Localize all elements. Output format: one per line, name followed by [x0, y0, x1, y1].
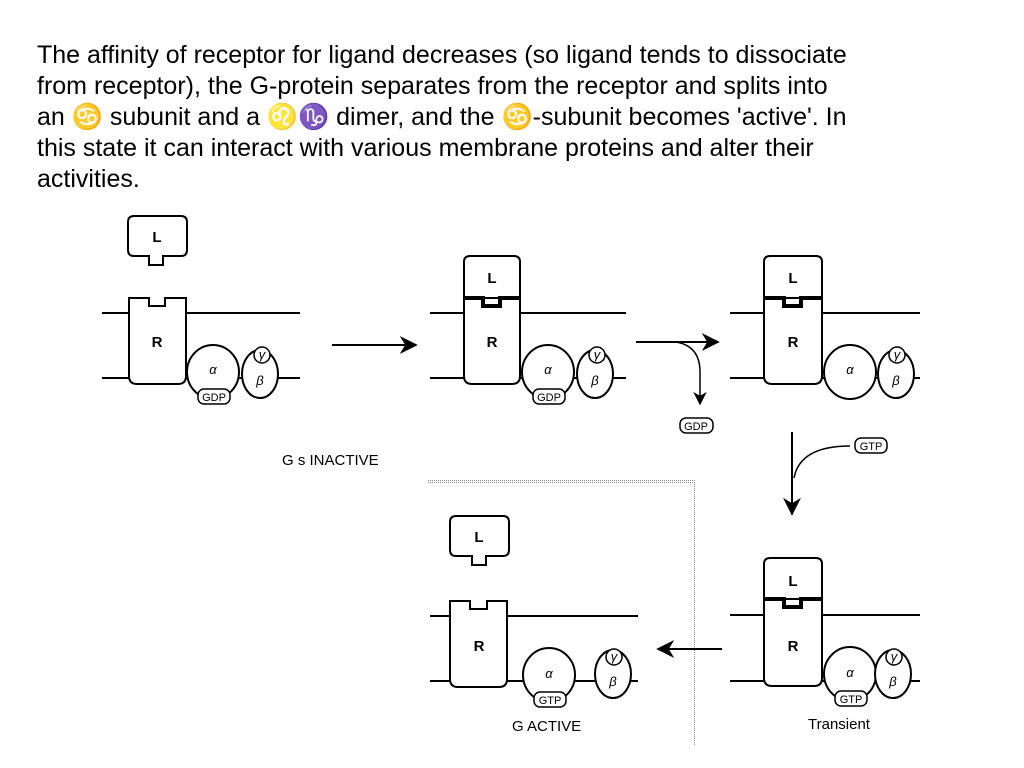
- receptor-label: R: [788, 334, 799, 351]
- gtp-label: GTP: [840, 694, 863, 706]
- gdp-badge: [532, 388, 566, 405]
- alpha-label: α: [846, 362, 854, 377]
- free-ligand: L: [127, 215, 188, 266]
- caption-line-3b: subunit and a: [102, 103, 267, 131]
- receptor-with-ligand: L R: [763, 255, 823, 385]
- caption-line-3c: dimer, and the: [329, 103, 502, 131]
- beta-label: β: [888, 674, 897, 689]
- stage-active-label: G ACTIVE: [512, 718, 581, 735]
- alpha-symbol: ♋: [71, 103, 103, 131]
- beta-label: β: [608, 674, 617, 689]
- caption-line-3d: -subunit becomes 'active'. In: [532, 103, 847, 131]
- free-ligand: L: [449, 515, 510, 566]
- alpha-subunit: α GDP: [521, 344, 575, 405]
- stage-nucleotide-free: L R α γ β: [730, 255, 920, 400]
- gamma-label: γ: [594, 347, 602, 362]
- beta-gamma-dimer: γ β: [594, 648, 632, 699]
- alpha-label: α: [545, 666, 553, 681]
- ligand-label: L: [788, 573, 797, 590]
- stage-transient: L R α GTP γ β Transient: [730, 557, 920, 733]
- caption-line-3a: an: [37, 103, 72, 131]
- beta-label: β: [255, 373, 264, 388]
- beta-label: β: [891, 373, 900, 388]
- stage-inactive-label: G s INACTIVE: [282, 452, 379, 469]
- receptor-label: R: [487, 334, 498, 351]
- panel-border-right: [693, 480, 696, 745]
- gtp-label: GTP: [860, 441, 883, 453]
- receptor-with-ligand: L R: [463, 255, 521, 385]
- gdp-badge: [197, 388, 231, 405]
- receptor: R: [128, 297, 187, 385]
- gdp-label: GDP: [537, 392, 561, 404]
- alpha-label: α: [846, 665, 854, 680]
- gtp-label: GTP: [539, 695, 562, 707]
- stage-transient-label: Transient: [808, 716, 871, 733]
- beta-gamma-dimer: γ β: [874, 648, 912, 699]
- alpha-symbol: ♋: [501, 103, 533, 131]
- alpha-subunit: α GTP: [823, 646, 877, 707]
- beta-gamma-dimer: γ β: [576, 346, 614, 399]
- gdp-release-curve: [675, 341, 707, 406]
- stage-ligand-bound: L R α GDP γ β: [430, 255, 626, 405]
- alpha-label: α: [209, 362, 217, 377]
- caption-line-1: The affinity of receptor for ligand decr…: [37, 41, 847, 69]
- caption-line-5: activities.: [37, 165, 140, 193]
- receptor-label: R: [788, 638, 799, 655]
- ligand-label: L: [152, 229, 161, 246]
- stage-inactive: L R α GDP γ β G s INACTIVE: [102, 215, 379, 469]
- gamma-label: γ: [611, 649, 619, 664]
- receptor-label: R: [474, 638, 485, 655]
- beta-gamma-dimer: γ β: [241, 346, 279, 399]
- betagamma-symbol: ♌♑: [266, 103, 330, 131]
- gamma-label: γ: [894, 347, 902, 362]
- gamma-label: γ: [891, 649, 899, 664]
- gtp-badge: [533, 691, 567, 708]
- alpha-subunit: α GDP: [186, 344, 240, 405]
- gtp-uptake-curve: [793, 445, 851, 479]
- receptor: R: [449, 600, 508, 688]
- incoming-gtp: GTP: [854, 437, 888, 454]
- beta-label: β: [590, 373, 599, 388]
- receptor-label: R: [152, 334, 163, 351]
- released-gdp: GDP: [679, 417, 714, 434]
- stage-active: L R α GTP γ β G ACTIVE: [430, 515, 638, 735]
- alpha-label: α: [544, 362, 552, 377]
- gamma-label: γ: [259, 347, 267, 362]
- gdp-label: GDP: [202, 392, 226, 404]
- caption-line-2: from receptor), the G-protein separates …: [37, 72, 828, 100]
- receptor-with-ligand: L R: [763, 557, 823, 687]
- caption-text: The affinity of receptor for ligand decr…: [37, 40, 997, 195]
- alpha-subunit: α: [823, 344, 877, 400]
- ligand-label: L: [487, 270, 496, 287]
- beta-gamma-dimer: γ β: [877, 346, 915, 399]
- gdp-label: GDP: [684, 421, 708, 433]
- ligand-label: L: [474, 529, 483, 546]
- ligand-label: L: [788, 270, 797, 287]
- alpha-subunit: α GTP: [522, 647, 576, 708]
- panel-border-top: [428, 480, 696, 483]
- caption-line-4: this state it can interact with various …: [37, 134, 814, 162]
- gtp-badge: [834, 690, 868, 707]
